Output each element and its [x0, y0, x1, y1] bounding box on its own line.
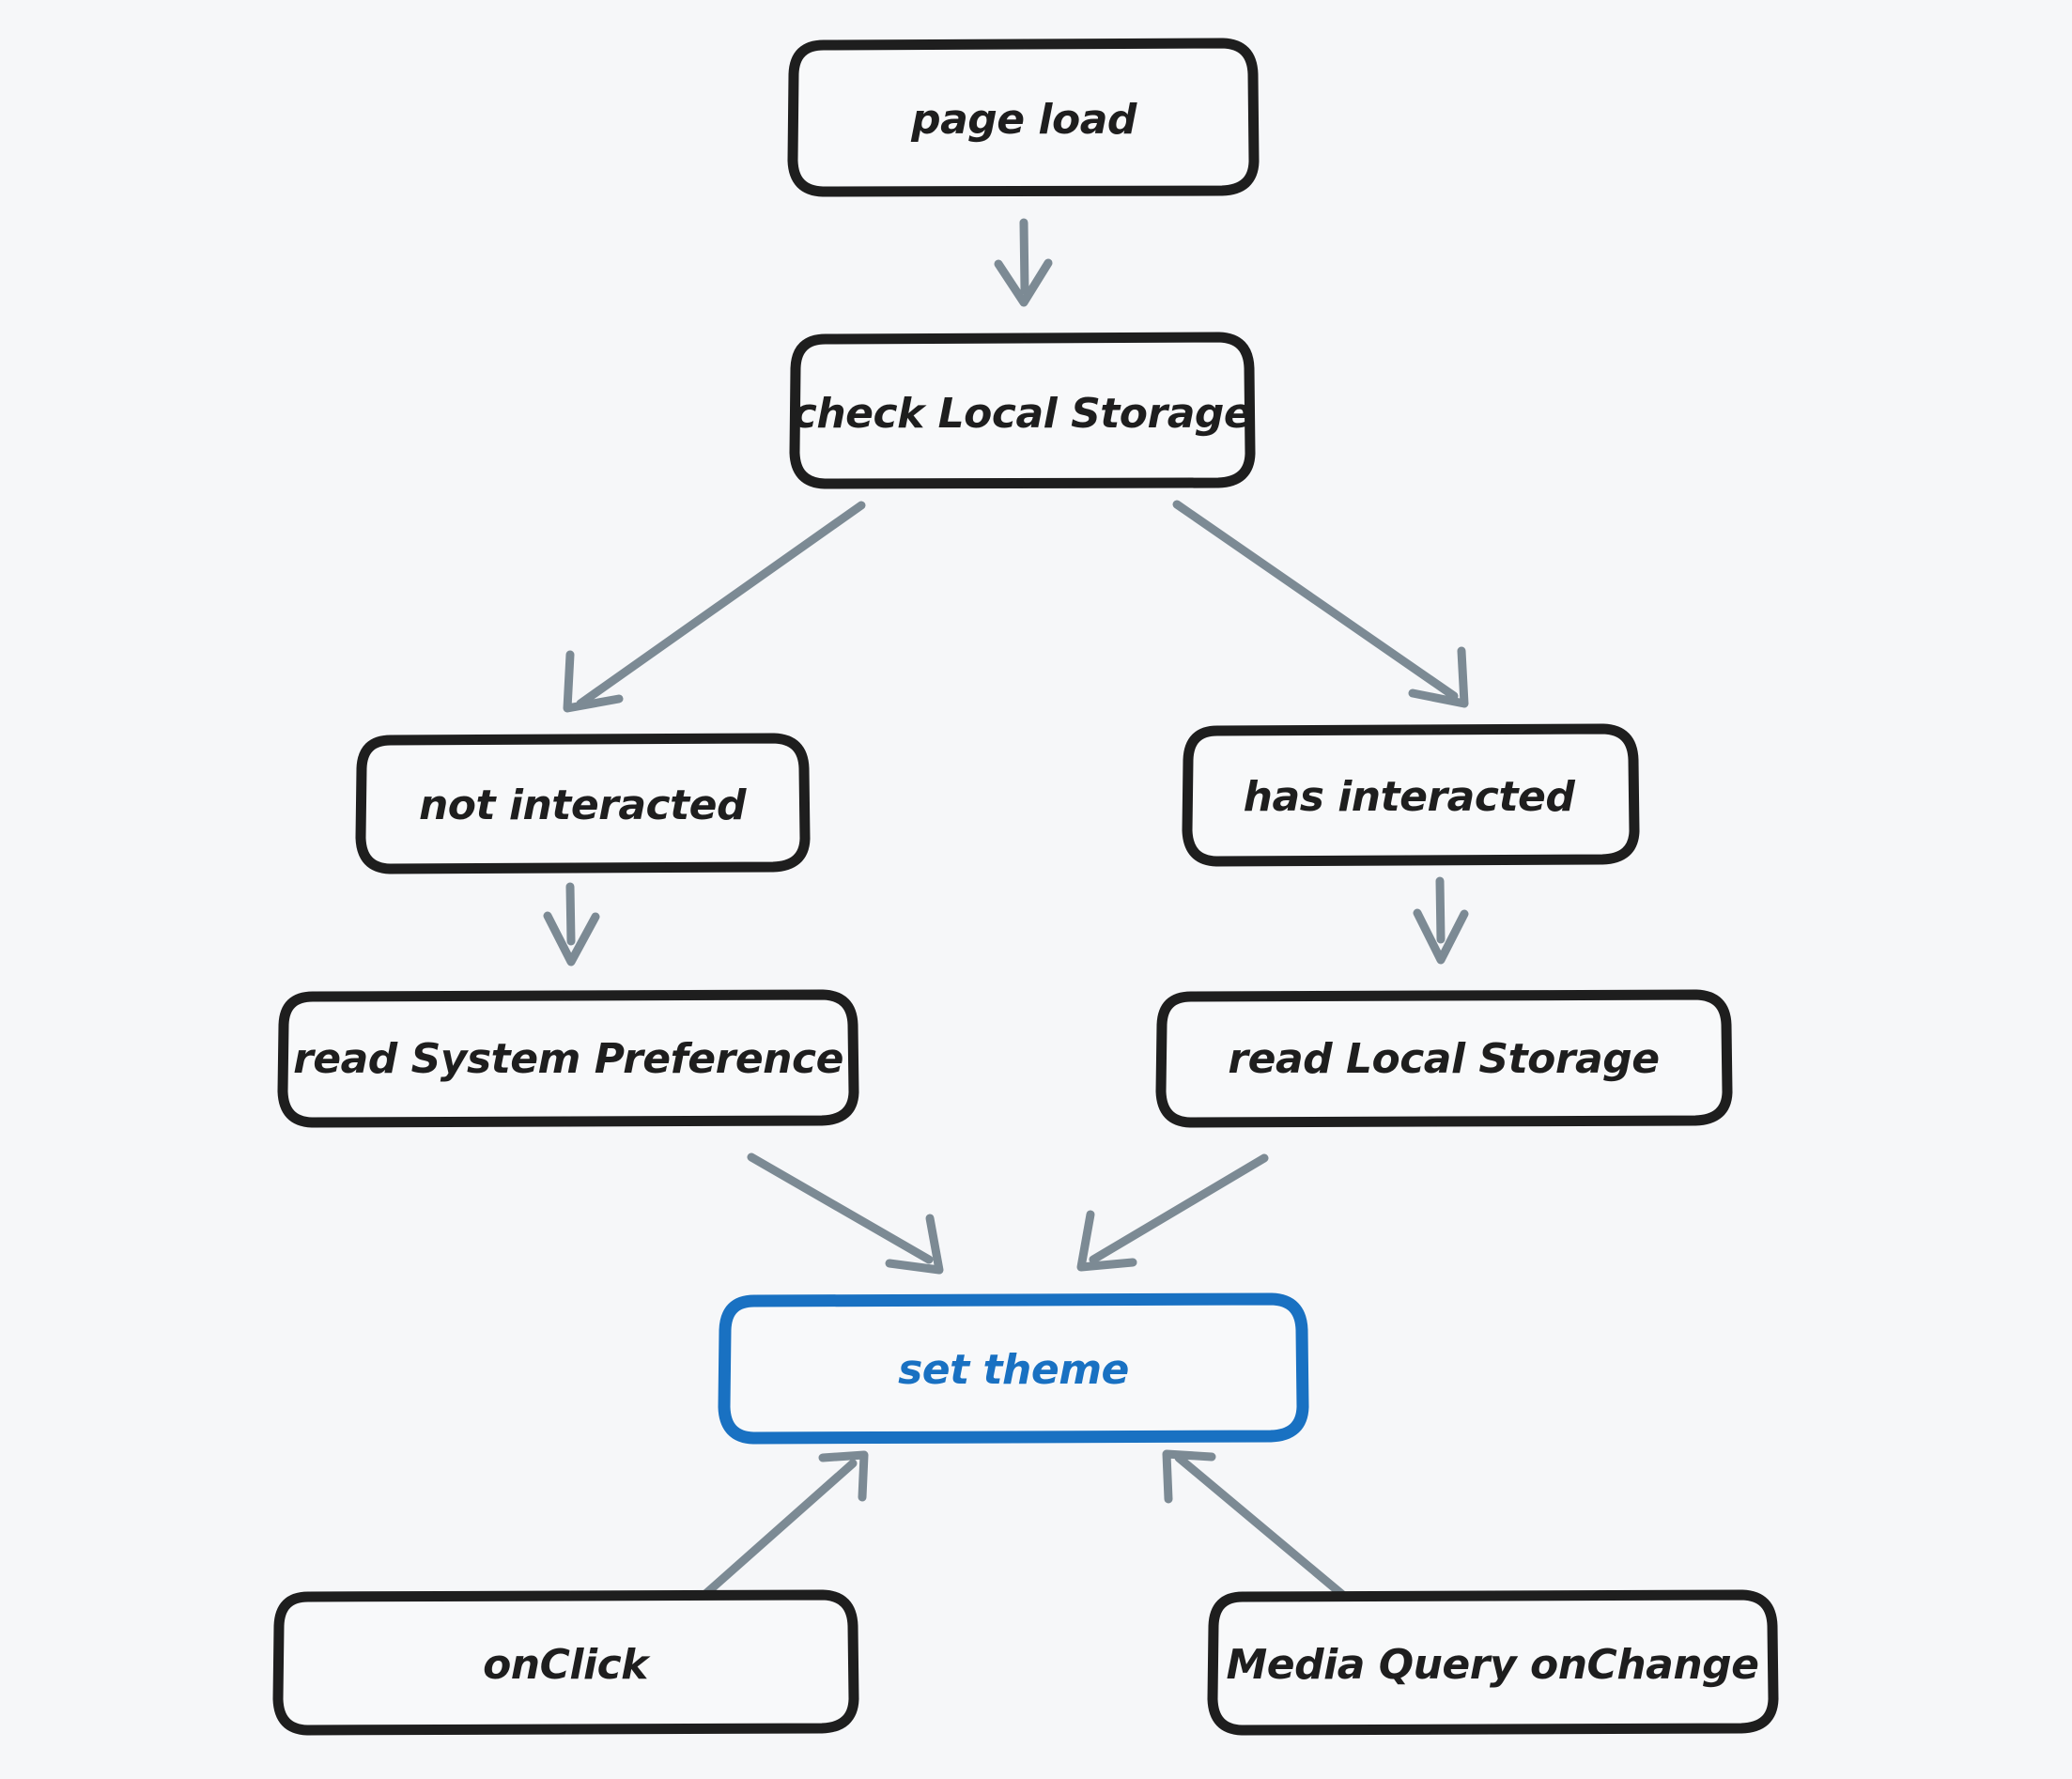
edge-not-interacted-to-read-system-preference — [543, 882, 600, 967]
node-page-load[interactable]: page load — [787, 38, 1260, 197]
node-media-query-on-change-outline — [1207, 1589, 1779, 1736]
node-check-local-storage-outline — [789, 332, 1256, 489]
node-not-interacted-label: not interacted — [419, 781, 747, 829]
edge-check-local-storage-to-not-interacted — [563, 501, 866, 713]
edge-check-local-storage-to-has-interacted — [1172, 500, 1469, 708]
node-read-system-preference-label: read System Preference — [293, 1035, 843, 1083]
node-on-click-label: onClick — [483, 1641, 651, 1689]
node-media-query-on-change[interactable]: Media Query onChange — [1207, 1589, 1779, 1736]
node-read-local-storage-label: read Local Storage — [1228, 1035, 1659, 1083]
node-not-interacted-outline — [355, 733, 811, 874]
node-page-load-outline — [787, 38, 1260, 197]
nodes-layer: page load check Local Storage not intera… — [272, 38, 1779, 1736]
node-on-click-outline — [272, 1589, 859, 1736]
edge-on-click-to-set-theme — [700, 1450, 869, 1600]
node-check-local-storage-label: check Local Storage — [793, 390, 1252, 438]
node-not-interacted[interactable]: not interacted — [355, 733, 811, 874]
edge-read-system-preference-to-set-theme — [747, 1152, 944, 1275]
edges-layer — [543, 218, 1469, 1601]
edge-has-interacted-to-read-local-storage — [1413, 876, 1469, 965]
node-has-interacted-outline — [1182, 723, 1640, 867]
node-set-theme-label: set theme — [898, 1346, 1129, 1394]
node-set-theme-outline — [718, 1292, 1309, 1445]
node-has-interacted[interactable]: has interacted — [1182, 723, 1640, 867]
node-check-local-storage[interactable]: check Local Storage — [789, 332, 1256, 489]
node-media-query-on-change-label: Media Query onChange — [1226, 1641, 1758, 1689]
node-read-system-preference[interactable]: read System Preference — [277, 989, 859, 1128]
node-read-local-storage-outline — [1155, 989, 1733, 1128]
edge-media-query-on-change-to-set-theme — [1162, 1449, 1350, 1601]
node-read-local-storage[interactable]: read Local Storage — [1155, 989, 1733, 1128]
node-has-interacted-label: has interacted — [1244, 773, 1576, 821]
node-page-load-label: page load — [910, 96, 1137, 144]
node-set-theme[interactable]: set theme — [718, 1292, 1309, 1445]
edge-page-load-to-check-local-storage — [994, 218, 1053, 307]
node-read-system-preference-outline — [277, 989, 859, 1128]
edge-read-local-storage-to-set-theme — [1076, 1153, 1269, 1272]
node-on-click[interactable]: onClick — [272, 1589, 859, 1736]
